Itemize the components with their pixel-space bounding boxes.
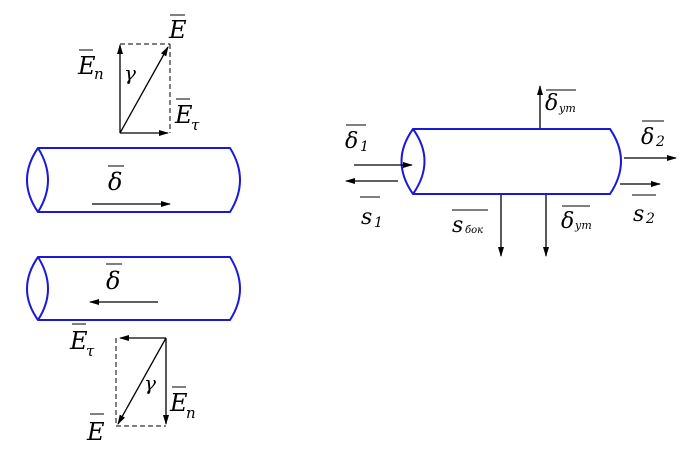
en-label-bottom: E bbox=[169, 389, 188, 417]
s1-sub: 1 bbox=[374, 215, 383, 231]
delta-ut-bottom-sub: ут bbox=[574, 219, 592, 232]
e-label-bottom: E bbox=[86, 418, 105, 446]
delta-ut-bottom-label: δ bbox=[561, 209, 574, 234]
s2-label: s bbox=[633, 202, 644, 227]
en-sub-top: n bbox=[94, 65, 104, 83]
tube-top bbox=[26, 147, 241, 213]
tube-right bbox=[400, 128, 622, 195]
s1-label: s bbox=[361, 205, 372, 230]
s2-sub: 2 bbox=[645, 211, 655, 227]
s-bok-sub: бок bbox=[465, 225, 483, 236]
left-bottom-group: δ E τ γ E E n bbox=[26, 256, 241, 446]
delta-label-bottom: δ bbox=[106, 267, 120, 295]
delta1-label: δ bbox=[345, 129, 358, 154]
e-vector-top bbox=[119, 46, 169, 134]
delta-label-top: δ bbox=[108, 168, 122, 196]
delta1-sub: 1 bbox=[360, 139, 369, 155]
e-vector-bottom bbox=[117, 337, 167, 425]
delta2-label: δ bbox=[641, 125, 654, 150]
et-label-bottom: E bbox=[69, 327, 88, 355]
tube-top-end bbox=[37, 147, 49, 213]
en-label-top: E bbox=[77, 52, 96, 80]
delta-ut-top-sub: ут bbox=[558, 102, 576, 115]
s-bok-label: s bbox=[452, 213, 463, 238]
delta2-sub: 2 bbox=[655, 134, 665, 150]
delta-ut-top-label: δ bbox=[545, 91, 558, 116]
et-label-top: E bbox=[174, 101, 193, 129]
tube-bottom bbox=[26, 256, 241, 321]
left-top-group: E n E E τ γ δ bbox=[26, 14, 241, 213]
tube-bottom-end bbox=[37, 256, 49, 321]
gamma-bottom: γ bbox=[144, 371, 156, 395]
gamma-top: γ bbox=[124, 61, 136, 85]
e-label-top: E bbox=[168, 16, 187, 44]
tube-right-end bbox=[412, 128, 426, 195]
et-sub-bottom: τ bbox=[86, 342, 95, 360]
et-sub-top: τ bbox=[191, 116, 200, 134]
right-group: δ 1 s 1 δ ут s бок δ ут δ 2 s 2 bbox=[345, 85, 677, 257]
en-sub-bottom: n bbox=[186, 404, 196, 422]
